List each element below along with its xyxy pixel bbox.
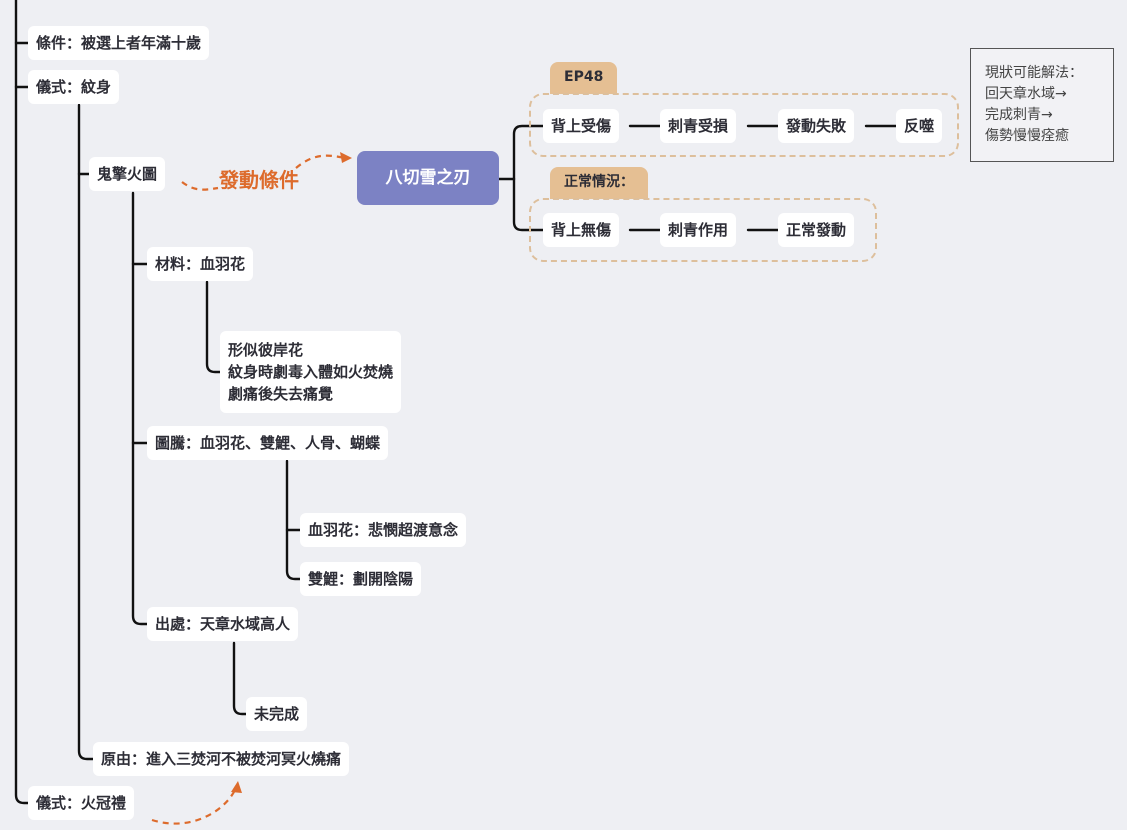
totem-node[interactable]: 圖騰：血羽花、雙鯉、人骨、蝴蝶 xyxy=(147,426,389,460)
normal-group-boundary xyxy=(529,198,877,262)
blood-feather-node[interactable]: 血羽花：悲憫超渡意念 xyxy=(300,513,467,547)
ritual-crown-node[interactable]: 儀式：火冠禮 xyxy=(28,786,135,820)
ep48-step-activation-failed[interactable]: 發動失敗 xyxy=(778,109,855,143)
condition-node[interactable]: 條件：被選上者年滿十歲 xyxy=(28,26,210,60)
material-desc-line-3: 劇痛後失去痛覺 xyxy=(228,385,334,403)
twin-carp-node[interactable]: 雙鯉：劃開陰陽 xyxy=(300,562,422,596)
ep48-step-backlash[interactable]: 反噬 xyxy=(896,109,943,143)
normal-step-back-uninjured[interactable]: 背上無傷 xyxy=(543,213,620,247)
normal-step-normal-activation[interactable]: 正常發動 xyxy=(778,213,855,247)
material-desc-line-2: 紋身時劇毒入體如火焚燒 xyxy=(228,363,394,381)
note-line-1: 現狀可能解法： xyxy=(985,65,1083,81)
unfinished-node[interactable]: 未完成 xyxy=(246,697,308,731)
material-node[interactable]: 材料：血羽花 xyxy=(147,247,254,281)
reason-node[interactable]: 原由：進入三焚河不被焚河冥火燒痛 xyxy=(93,742,350,776)
note-line-2: 回天章水域→ xyxy=(985,86,1067,102)
ep48-group-boundary xyxy=(529,93,959,157)
ep48-step-back-injured[interactable]: 背上受傷 xyxy=(543,109,620,143)
origin-node[interactable]: 出處：天章水域高人 xyxy=(147,607,299,641)
relationship-label[interactable]: 發動條件 xyxy=(219,168,299,192)
ritual-tattoo-node[interactable]: 儀式：紋身 xyxy=(28,70,120,104)
normal-step-tattoo-active[interactable]: 刺青作用 xyxy=(660,213,737,247)
normal-tag: 正常情況： xyxy=(550,167,648,199)
note-line-4: 傷勢慢慢痊癒 xyxy=(985,128,1069,144)
ep48-tag: EP48 xyxy=(550,62,618,94)
note-box[interactable]: 現狀可能解法： 回天章水域→ 完成刺青→ 傷勢慢慢痊癒 xyxy=(970,48,1114,162)
ghost-fire-map-node[interactable]: 鬼擎火圖 xyxy=(89,157,166,191)
ep48-step-tattoo-damaged[interactable]: 刺青受損 xyxy=(660,109,737,143)
central-topic[interactable]: 八切雪之刃 xyxy=(357,151,499,205)
note-line-3: 完成刺青→ xyxy=(985,107,1053,123)
material-description-node[interactable]: 形似彼岸花 紋身時劇毒入體如火焚燒 劇痛後失去痛覺 xyxy=(220,331,402,413)
material-desc-line-1: 形似彼岸花 xyxy=(228,341,304,359)
